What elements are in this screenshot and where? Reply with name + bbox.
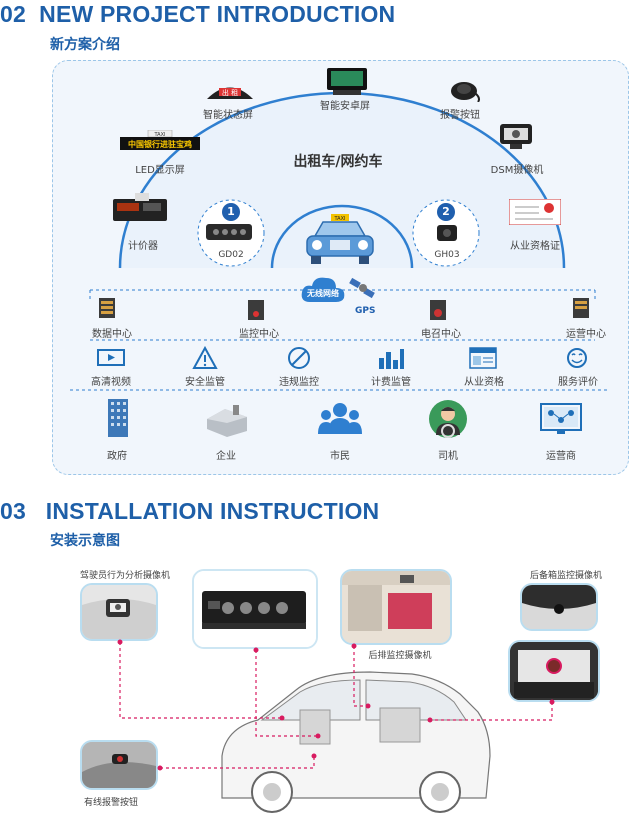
label-meter: 计价器	[128, 241, 158, 252]
label-call-center: 电召中心	[421, 329, 461, 340]
license-device	[508, 198, 562, 226]
section-03-subtitle: 安装示意图	[50, 533, 120, 549]
alarm-button-photo	[80, 740, 158, 790]
label-billing: 计费监管	[371, 377, 411, 388]
government-building-icon	[102, 397, 134, 439]
dsm-camera-device	[498, 118, 534, 150]
label-trunk-camera: 后备箱监控摄像机	[529, 571, 602, 581]
label-license: 从业资格证	[510, 241, 560, 252]
status-screen-device: 出 租	[205, 80, 255, 100]
led-screen-text: 中国银行进驻宝鸡	[128, 139, 192, 149]
badge-2-icon: 2	[437, 203, 455, 221]
led-top-text: TAXI	[154, 132, 166, 138]
label-qualification: 从业资格	[464, 377, 504, 388]
label-safety: 安全监管	[185, 377, 225, 388]
label-alarm-button: 报警按钮	[440, 110, 480, 121]
car-installation-diagram	[117, 639, 555, 813]
driver-icon	[428, 399, 468, 439]
center-title: 出租车/网约车	[293, 154, 383, 170]
label-rear-camera: 后排监控摄像机	[368, 651, 432, 661]
label-driver: 司机	[438, 451, 458, 462]
alarm-button-device	[448, 78, 482, 103]
section-02-title: NEW PROJECT INTRODUCTION	[39, 1, 396, 27]
car-seat-rear	[379, 707, 421, 743]
gh03-device	[434, 223, 460, 245]
taxi-sign-text: TAXI	[334, 216, 346, 222]
gd02-device	[206, 224, 252, 240]
label-violation: 违规监控	[279, 377, 319, 388]
label-alarm-wired: 有线报警按钮	[83, 798, 138, 808]
trunk-camera-photo-bottom	[508, 640, 600, 702]
label-gh03: GH03	[434, 250, 460, 260]
cloud-label: 无线网络	[307, 289, 339, 298]
trunk-camera-photo-top	[520, 583, 598, 631]
hd-video-icon	[96, 348, 126, 368]
label-citizens: 市民	[330, 451, 350, 462]
android-screen-device	[325, 66, 369, 96]
warning-icon	[192, 345, 218, 370]
status-screen-text: 出 租	[222, 88, 238, 97]
smile-icon	[566, 347, 588, 369]
operator-screen-icon	[539, 402, 583, 436]
car-seat-front	[299, 709, 331, 745]
label-android-screen: 智能安卓屏	[320, 101, 370, 112]
label-operation-center: 运营中心	[566, 329, 606, 340]
enterprise-icon	[203, 401, 251, 437]
label-government: 政府	[107, 451, 127, 462]
driver-camera-photo	[80, 583, 158, 641]
label-dsm-camera: DSM摄像机	[490, 165, 544, 176]
label-gd02: GD02	[218, 250, 244, 260]
rear-camera-photo	[340, 569, 452, 645]
label-status-screen: 智能状态屏	[203, 110, 253, 121]
car-window-front	[260, 679, 361, 721]
dvr-device-photo	[192, 569, 318, 649]
section-02-number: 02	[0, 1, 26, 27]
operation-center-icon	[570, 296, 592, 320]
label-driver-camera: 驾驶员行为分析摄像机	[79, 571, 170, 581]
call-center-icon	[427, 298, 449, 322]
label-monitor-center: 监控中心	[239, 329, 279, 340]
meter-device	[113, 193, 167, 223]
citizens-icon	[318, 402, 362, 438]
connector-dots	[117, 639, 555, 771]
section-03-title: INSTALLATION INSTRUCTION	[45, 498, 380, 524]
label-operator: 运营商	[546, 451, 576, 462]
prohibited-icon	[287, 346, 311, 370]
satellite-icon	[348, 276, 378, 302]
connector-lines	[119, 642, 553, 769]
label-rating: 服务评价	[558, 377, 598, 388]
id-card-icon	[468, 346, 498, 370]
section-03-number: 03	[0, 498, 26, 524]
section-03-heading: 03 INSTALLATION INSTRUCTION	[0, 498, 379, 525]
section-02-subtitle: 新方案介绍	[50, 37, 120, 53]
label-led-screen: LED显示屏	[135, 165, 185, 176]
section-02-heading: 02 NEW PROJECT INTRODUCTION	[0, 1, 395, 28]
badge-1-icon: 1	[222, 203, 240, 221]
taxi-car-icon: TAXI	[303, 214, 377, 266]
bar-chart-icon	[377, 346, 405, 370]
monitor-center-icon	[245, 298, 267, 322]
label-data-center: 数据中心	[92, 329, 132, 340]
label-hd-video: 高清视频	[91, 377, 131, 388]
cloud-icon	[300, 274, 346, 306]
inner-arc	[270, 204, 414, 269]
data-center-icon	[96, 296, 118, 320]
label-enterprise: 企业	[216, 451, 236, 462]
gps-label: GPS	[355, 306, 376, 316]
